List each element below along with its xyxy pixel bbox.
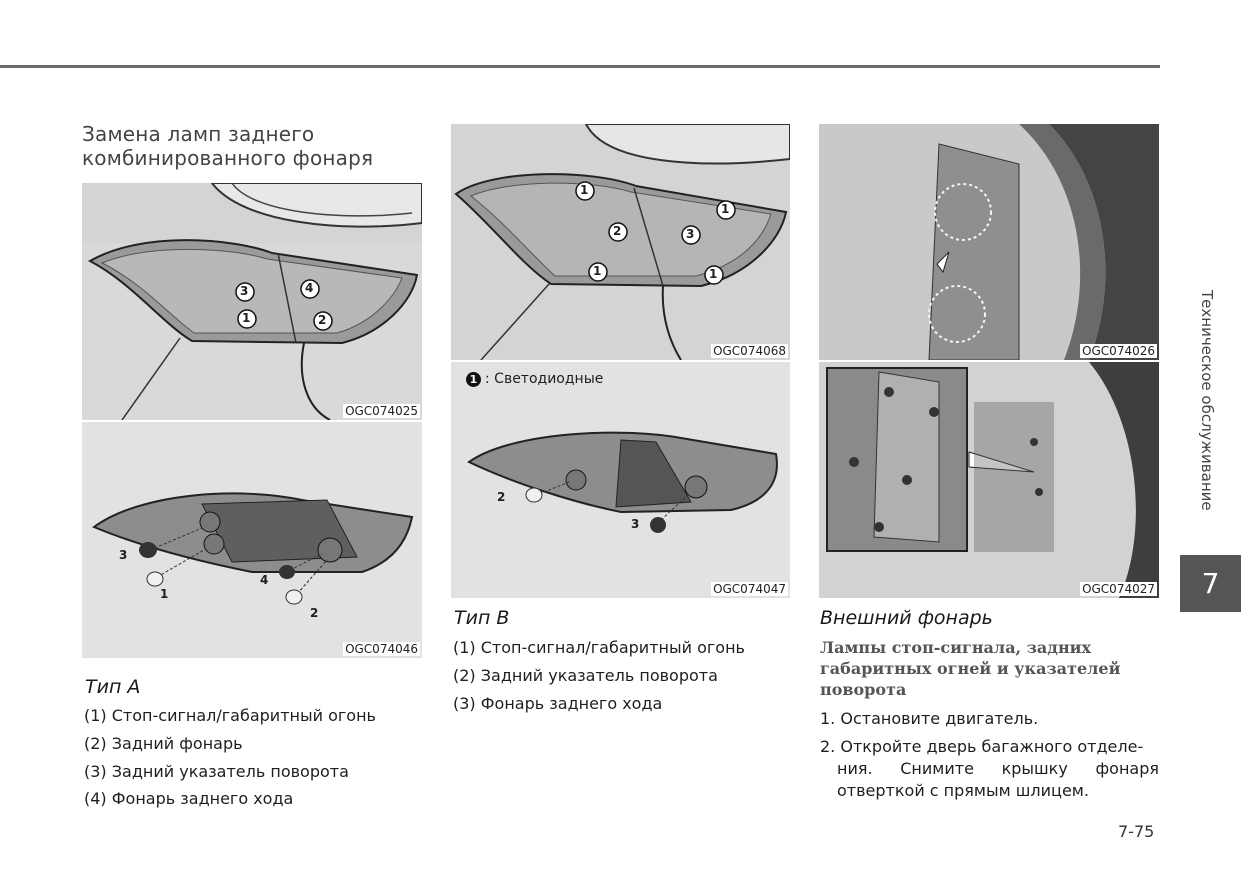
type-b-heading: Тип B bbox=[454, 607, 510, 629]
rear-lamp-illustration bbox=[82, 183, 422, 420]
legend-text: : Светодиодные bbox=[485, 371, 604, 387]
callout-3: 3 bbox=[631, 517, 640, 531]
figure-code: OGC074068 bbox=[711, 344, 788, 358]
trunk-cover-illustration bbox=[819, 124, 1159, 360]
chapter-tab: 7 bbox=[1180, 555, 1241, 612]
callout-1: 1 bbox=[593, 264, 602, 278]
step-2-line-3: отверткой с прямым шлицем. bbox=[837, 781, 1089, 800]
lamp-assembly-illustration bbox=[467, 431, 778, 533]
figure-lamp-assembly-type-b: 1: Светодиодные 2 3 OGC074047 bbox=[451, 362, 790, 598]
figure-rear-lamp-type-a: 3 1 4 2 OGC074025 bbox=[82, 183, 422, 420]
section-title: Замена ламп заднего комбинированного фон… bbox=[82, 122, 374, 170]
callout-2: 2 bbox=[310, 606, 319, 620]
callout-1: 1 bbox=[709, 267, 718, 281]
rear-lamp-illustration bbox=[451, 124, 790, 360]
callout-4: 4 bbox=[305, 281, 314, 295]
step-2-line-2: ния. Снимите крышку фонаря bbox=[837, 759, 1159, 778]
type-b-item-3: (3) Фонарь заднего хода bbox=[453, 694, 663, 713]
type-b-item-1: (1) Стоп-сигнал/габаритный огонь bbox=[453, 638, 745, 657]
callout-2: 2 bbox=[497, 490, 506, 504]
type-a-item-1: (1) Стоп-сигнал/габаритный огонь bbox=[84, 706, 376, 725]
figure-code: OGC074047 bbox=[711, 582, 788, 596]
step-2-line-1: 2. Откройте дверь багажного отделе- bbox=[820, 737, 1144, 756]
callout-3: 3 bbox=[119, 548, 128, 562]
chapter-side-label: Техническое обслуживание bbox=[1198, 290, 1216, 511]
callout-1: 1 bbox=[242, 311, 251, 325]
callout-2: 2 bbox=[318, 313, 327, 327]
callout-1: 1 bbox=[580, 183, 589, 197]
callout-1: 1 bbox=[160, 587, 169, 601]
outer-lamp-heading: Внешний фонарь bbox=[820, 607, 993, 629]
callout-3: 3 bbox=[686, 227, 695, 241]
type-a-heading: Тип A bbox=[85, 676, 141, 698]
lamp-assembly-illustration bbox=[91, 492, 414, 605]
callout-2: 2 bbox=[613, 224, 622, 238]
lamp-nuts-illustration bbox=[819, 362, 1159, 598]
top-rule bbox=[0, 65, 1160, 68]
outer-lamp-subheading: Лампы стоп-сигнала, задних габаритных ог… bbox=[820, 638, 1121, 699]
step-1: 1. Остановите двигатель. bbox=[820, 709, 1039, 728]
figure-code: OGC074025 bbox=[343, 404, 420, 418]
figure-code: OGC074046 bbox=[343, 642, 420, 656]
figure-lamp-nuts: OGC074027 bbox=[819, 362, 1159, 598]
type-b-item-2: (2) Задний указатель поворота bbox=[453, 666, 718, 685]
type-a-item-2: (2) Задний фонарь bbox=[84, 734, 243, 753]
callout-1: 1 bbox=[721, 202, 730, 216]
figure-code: OGC074027 bbox=[1080, 582, 1157, 596]
callout-4: 4 bbox=[260, 573, 269, 587]
figure-trunk-cover: OGC074026 bbox=[819, 124, 1159, 360]
figure-code: OGC074026 bbox=[1080, 344, 1157, 358]
page-number: 7-75 bbox=[1118, 822, 1155, 841]
type-a-item-4: (4) Фонарь заднего хода bbox=[84, 789, 294, 808]
figure-lamp-assembly-type-a: 3 1 4 2 OGC074046 bbox=[82, 422, 422, 658]
figure-rear-lamp-type-b: 1 2 1 1 3 1 OGC074068 bbox=[451, 124, 790, 360]
callout-3: 3 bbox=[240, 284, 249, 298]
type-a-item-3: (3) Задний указатель поворота bbox=[84, 762, 349, 781]
legend: 1: Светодиодные bbox=[466, 370, 603, 388]
legend-number: 1 bbox=[466, 371, 481, 387]
